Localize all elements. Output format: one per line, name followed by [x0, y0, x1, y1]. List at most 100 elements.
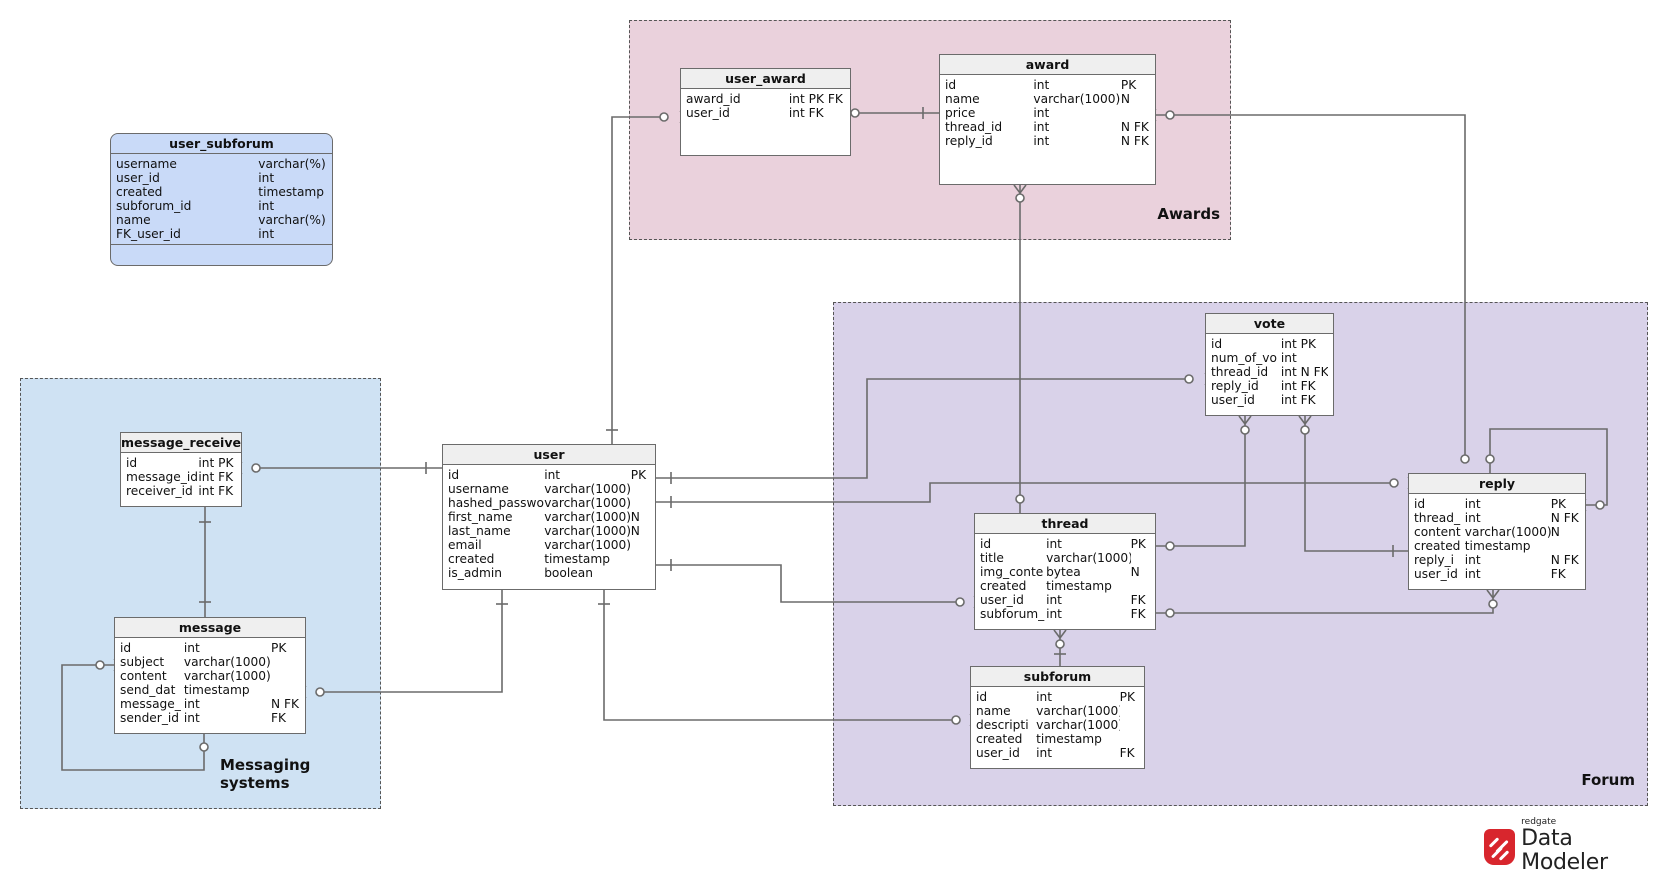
column-name: created — [976, 732, 1023, 746]
crows-foot-icon[interactable] — [1238, 415, 1252, 425]
column-flags: PK — [1550, 497, 1567, 511]
column-type: int — [183, 711, 200, 725]
optional-marker-icon — [1389, 478, 1399, 488]
optional-marker-icon — [1015, 193, 1025, 203]
relationship-line[interactable] — [1156, 590, 1494, 614]
redgate-logo: redgate Data Modeler — [1484, 818, 1662, 875]
column-flags — [631, 496, 650, 510]
column-type: int — [1046, 607, 1062, 621]
entity-title: message — [115, 618, 305, 638]
optional-marker-icon — [1055, 639, 1065, 649]
column-type: int FK — [1280, 393, 1316, 407]
column-type: int — [544, 468, 561, 482]
column-flags: N FK — [1550, 553, 1579, 567]
relationship-line[interactable] — [318, 590, 503, 693]
column-name: user_id — [976, 746, 1020, 760]
optional-marker-icon — [199, 742, 209, 752]
column-name: subject — [120, 655, 165, 669]
relationship-line[interactable] — [656, 564, 960, 603]
crows-foot-icon[interactable] — [1486, 589, 1500, 599]
column-name: id — [448, 468, 460, 482]
column-name: name — [976, 704, 1011, 718]
column-type: varchar(1000) — [183, 655, 271, 669]
column-type: int — [1046, 593, 1062, 607]
column-name: is_admin — [448, 566, 503, 580]
column-type: varchar(1000) — [183, 669, 271, 683]
column-flags: FK — [1550, 567, 1566, 581]
crows-foot-icon[interactable] — [1013, 184, 1027, 194]
column-flags: PK — [1119, 690, 1135, 704]
column-name: title — [980, 551, 1004, 565]
relationship-line[interactable] — [611, 116, 668, 444]
crows-foot-icon[interactable] — [1298, 415, 1312, 425]
relationship-line[interactable] — [603, 590, 956, 721]
relationship-line[interactable] — [1156, 416, 1246, 547]
column-type: int — [1033, 78, 1050, 92]
relationship-line[interactable] — [656, 378, 1190, 479]
column-name: id — [976, 690, 988, 704]
column-name: user_id — [116, 171, 160, 185]
column-type: varchar(1000) — [1036, 718, 1120, 732]
relationship-line[interactable] — [1304, 416, 1408, 552]
column-name: created — [116, 185, 163, 199]
column-name: content — [1414, 525, 1461, 539]
relationship-line[interactable] — [656, 482, 1394, 503]
group-awards-label: Awards — [1157, 205, 1220, 223]
column-flags: PK — [1120, 78, 1137, 92]
column-type: varchar(1000) — [544, 524, 631, 538]
column-flags: PK — [1130, 537, 1146, 551]
column-name: name — [116, 213, 151, 227]
column-type: varchar(1000) — [544, 496, 631, 510]
column-flags: N FK — [270, 697, 299, 711]
optional-marker-icon — [1184, 374, 1194, 384]
column-flags — [631, 552, 650, 566]
group-messaging[interactable]: Messaging systems — [20, 378, 381, 809]
column-type: int — [183, 697, 200, 711]
crows-foot-icon[interactable] — [1053, 629, 1067, 639]
column-name: id — [1414, 497, 1426, 511]
optional-marker-icon — [1460, 454, 1470, 464]
column-type: timestamp — [1464, 539, 1531, 553]
relationship-line[interactable] — [61, 664, 205, 771]
column-type: int PK FK — [788, 92, 843, 106]
column-flags — [1131, 551, 1150, 565]
column-name: user_id — [1211, 393, 1255, 407]
column-type: varchar(1000) — [544, 538, 631, 552]
entity-title: vote — [1206, 314, 1333, 334]
column-type: timestamp — [544, 552, 610, 566]
column-type: int N FK — [1280, 365, 1328, 379]
relationship-line[interactable] — [1156, 114, 1466, 462]
column-type: varchar(1000) — [1046, 551, 1131, 565]
column-name: user_id — [1414, 567, 1458, 581]
column-name: email — [448, 538, 482, 552]
optional-marker-icon — [1240, 425, 1250, 435]
column-type: int — [1464, 511, 1481, 525]
column-flags — [271, 669, 300, 683]
